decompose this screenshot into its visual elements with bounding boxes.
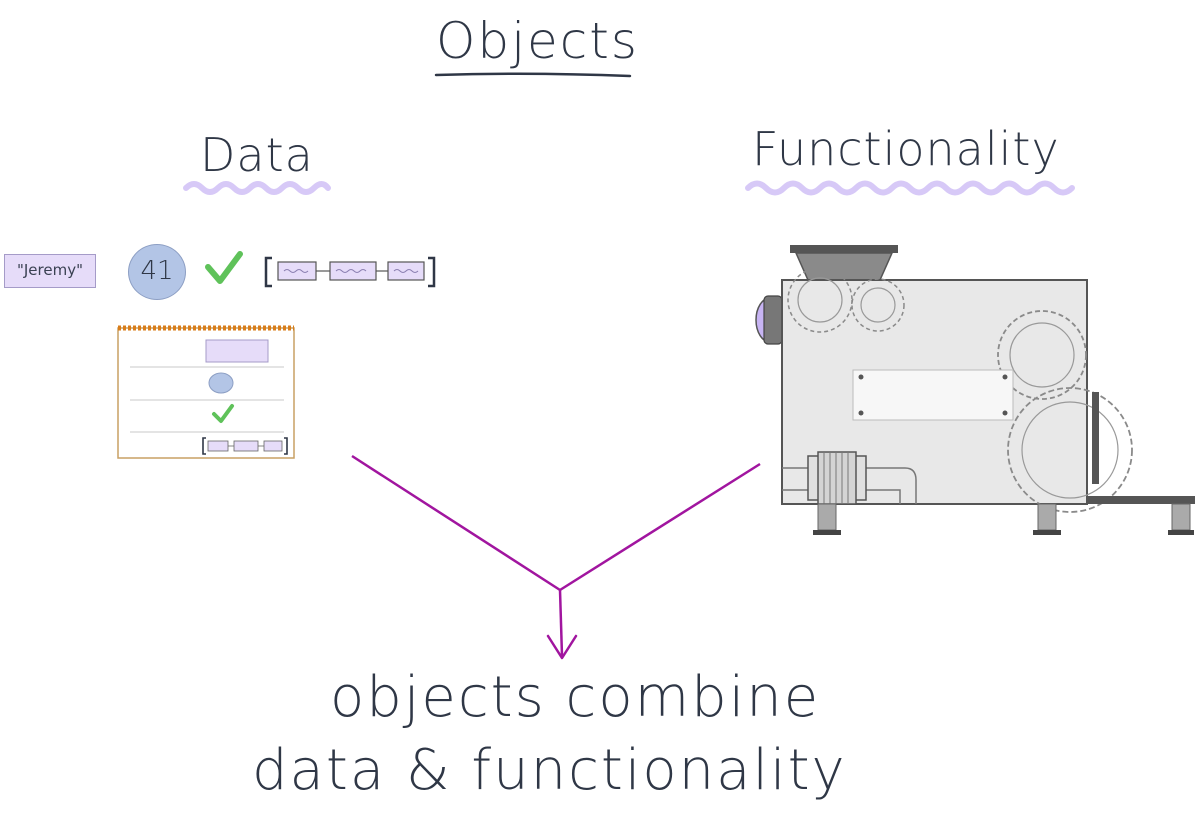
title-underline bbox=[434, 72, 632, 78]
functionality-heading: Functionality bbox=[752, 122, 1060, 176]
notepad-number-field bbox=[208, 372, 234, 394]
gear-icon bbox=[1007, 387, 1133, 513]
gear-icon bbox=[997, 310, 1087, 400]
boolean-check-icon bbox=[205, 251, 243, 284]
notepad-array-field bbox=[202, 437, 288, 455]
caption-line-1: objects combine bbox=[330, 665, 821, 730]
diagram-title: Objects bbox=[436, 12, 639, 70]
notepad-string-field bbox=[205, 339, 269, 363]
notepad-object bbox=[117, 325, 295, 459]
data-heading-underline bbox=[183, 181, 331, 195]
notepad-check-icon bbox=[212, 404, 234, 423]
array-example bbox=[264, 256, 436, 288]
string-example: "Jeremy" bbox=[4, 254, 96, 288]
data-heading: Data bbox=[200, 128, 314, 182]
number-example: 41 bbox=[128, 244, 186, 300]
caption-line-2: data & functionality bbox=[252, 738, 847, 803]
gear-icon bbox=[851, 278, 905, 332]
machine-illustration bbox=[755, 245, 1195, 535]
functionality-heading-underline bbox=[745, 180, 1075, 196]
combine-arrow bbox=[351, 454, 761, 660]
